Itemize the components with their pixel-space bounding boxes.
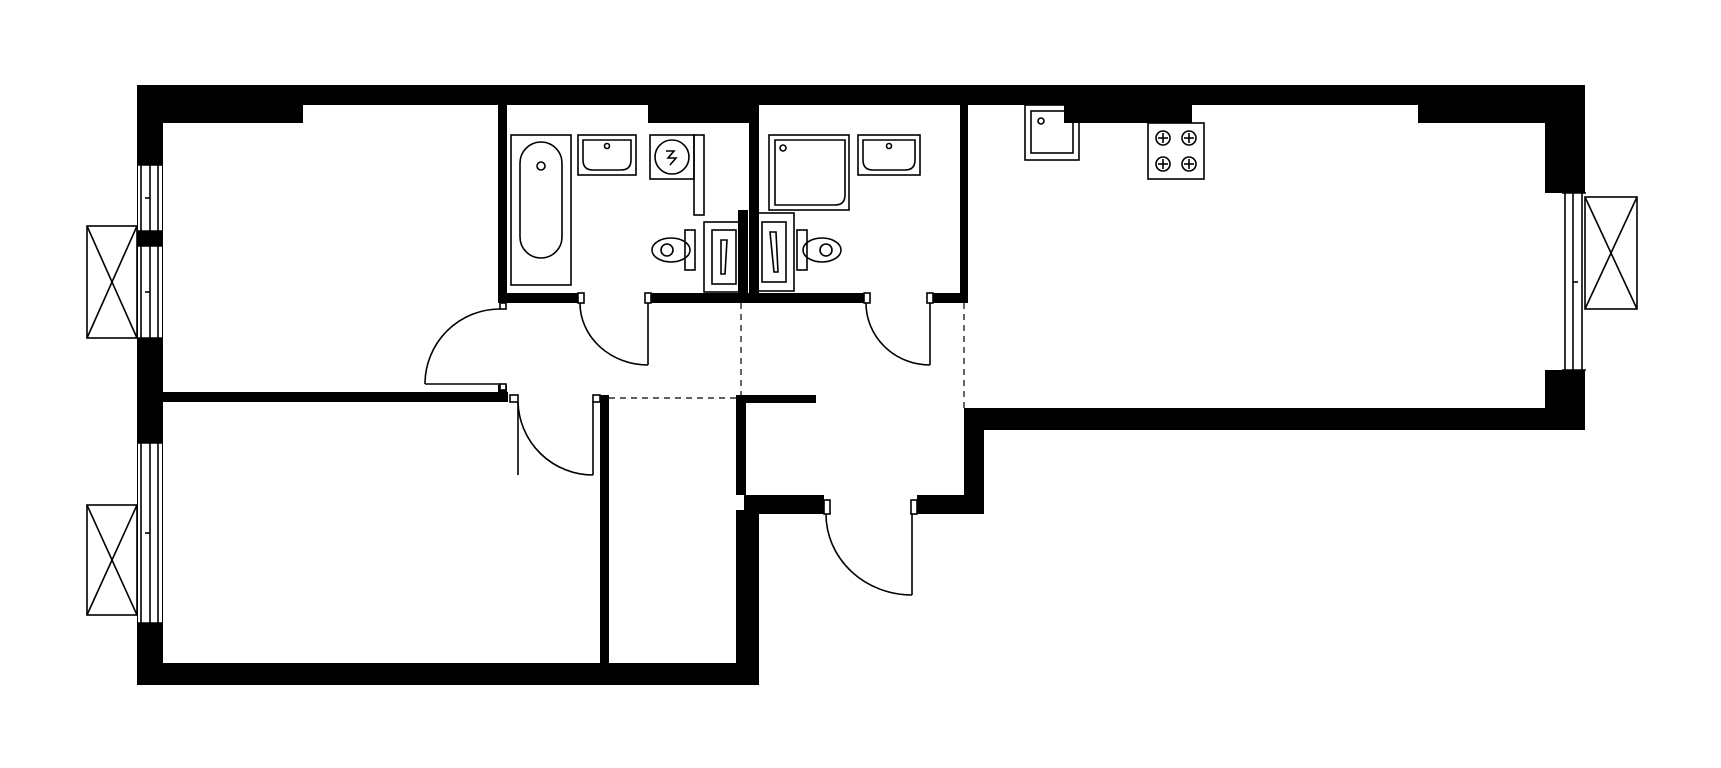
kitchen-sink-icon (1024, 104, 1080, 161)
interior-walls (163, 105, 968, 663)
toilet-icon (651, 229, 696, 271)
door-entrance (823, 499, 918, 596)
balcony-unit-top-left (86, 225, 138, 339)
door-shower-room (863, 292, 934, 366)
bathroom-riser-box (703, 221, 745, 293)
washing-machine-icon (649, 134, 695, 180)
door-bedroom-bottom (509, 394, 601, 476)
bathtub-icon (510, 134, 572, 286)
window-kitchen (1562, 192, 1586, 371)
wall-piers (163, 105, 1562, 410)
toilet-icon (796, 229, 842, 271)
balconies (86, 196, 1638, 616)
window-bedroom-bottom (138, 442, 162, 624)
cooktop-icon (1147, 122, 1205, 180)
shower-tray-icon (768, 134, 850, 211)
door-bathroom (577, 292, 652, 366)
window-bedroom-top-lower (138, 245, 162, 339)
kitchen-fixtures (1024, 104, 1205, 180)
shower-room-fixtures (753, 134, 921, 292)
balcony-unit-bottom-left (86, 504, 138, 616)
washbasin-icon (857, 134, 921, 176)
windows (138, 164, 1586, 624)
balcony-unit-right (1584, 196, 1638, 310)
doors (424, 292, 934, 596)
door-bedroom-top (424, 302, 507, 391)
window-bedroom-top-upper (138, 164, 162, 232)
bathroom-fixtures (510, 134, 745, 293)
zone-boundaries (609, 303, 965, 408)
washbasin-icon (577, 134, 637, 176)
shower-room-riser-box (753, 212, 795, 292)
